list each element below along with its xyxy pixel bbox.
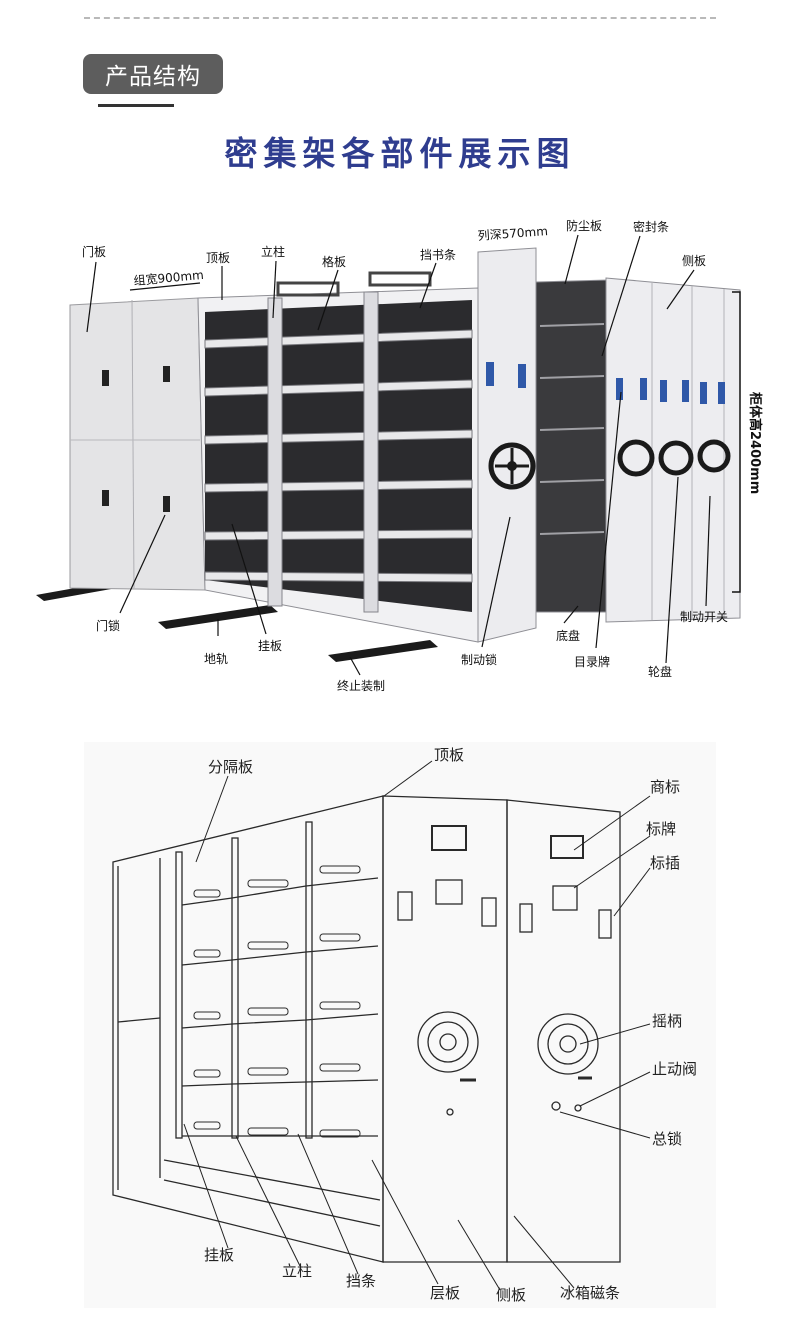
end-panel-front	[477, 247, 537, 643]
label-trademark: 商标	[650, 778, 680, 796]
label-side-panel-drawing: 侧板	[496, 1286, 526, 1304]
door-cabinet	[69, 297, 206, 591]
label-hanging-plate-drawing: 挂板	[204, 1246, 234, 1264]
label-group-width: 组宽900mm	[133, 267, 204, 288]
label-column-depth: 列深570mm	[477, 224, 548, 243]
label-top-panel: 顶板	[206, 251, 230, 265]
label-seal-strip: 密封条	[633, 219, 669, 234]
label-dust-board: 防尘板	[566, 218, 602, 233]
label-fridge-magnet: 冰箱磁条	[560, 1284, 620, 1302]
label-door-panel: 门板	[82, 244, 106, 259]
photo-leader-lines	[86, 234, 711, 676]
label-label-plate: 标牌	[646, 820, 676, 838]
label-end-stop: 终止装制	[337, 678, 385, 693]
label-column: 立柱	[261, 244, 285, 259]
label-ground-rail: 地轨	[204, 652, 228, 666]
label-shelf: 格板	[322, 254, 346, 269]
label-column-drawing: 立柱	[282, 1262, 312, 1280]
badge-underline	[98, 104, 174, 107]
label-label-slot: 标插	[650, 854, 680, 872]
label-master-lock: 总锁	[652, 1130, 682, 1148]
drawing-leader-lines	[183, 760, 651, 1291]
compact-cabinets-rear	[535, 277, 741, 623]
label-cabinet-height: 柜体高2400mm	[747, 391, 763, 494]
section-badge: 产品结构	[83, 54, 223, 94]
label-catalog-card: 目录牌	[574, 655, 610, 669]
label-divider: 分隔板	[208, 758, 253, 776]
page-title: 密集架各部件展示图	[224, 134, 576, 173]
cabinet-line-drawing: 分隔板 顶板 商标 标牌 标插 摇柄 止动阀 总锁 挂板 立柱 挡条 层板 侧板…	[84, 742, 716, 1308]
label-stop-strip: 挡条	[346, 1272, 376, 1290]
label-crank: 摇柄	[652, 1012, 682, 1030]
label-top-panel-drawing: 顶板	[434, 746, 464, 764]
label-brake-switch: 制动开关	[680, 610, 728, 624]
label-wheel: 轮盘	[648, 664, 672, 679]
label-base-plate: 底盘	[556, 628, 580, 643]
cabinet-photo-illustration: 门板 组宽900mm 顶板 立柱 格板 挡书条 列深570mm 防尘板 密封条 …	[36, 218, 763, 693]
label-side-panel: 侧板	[682, 254, 706, 268]
label-brake-lock: 制动锁	[461, 652, 497, 667]
label-layer-board: 层板	[430, 1284, 460, 1302]
label-door-lock: 门锁	[96, 618, 120, 633]
label-stop-valve: 止动阀	[652, 1060, 697, 1078]
label-book-stop: 挡书条	[420, 248, 456, 262]
label-hanging-plate: 挂板	[258, 639, 282, 653]
top-dashed-divider	[84, 17, 716, 19]
open-shelf-section	[197, 271, 479, 643]
